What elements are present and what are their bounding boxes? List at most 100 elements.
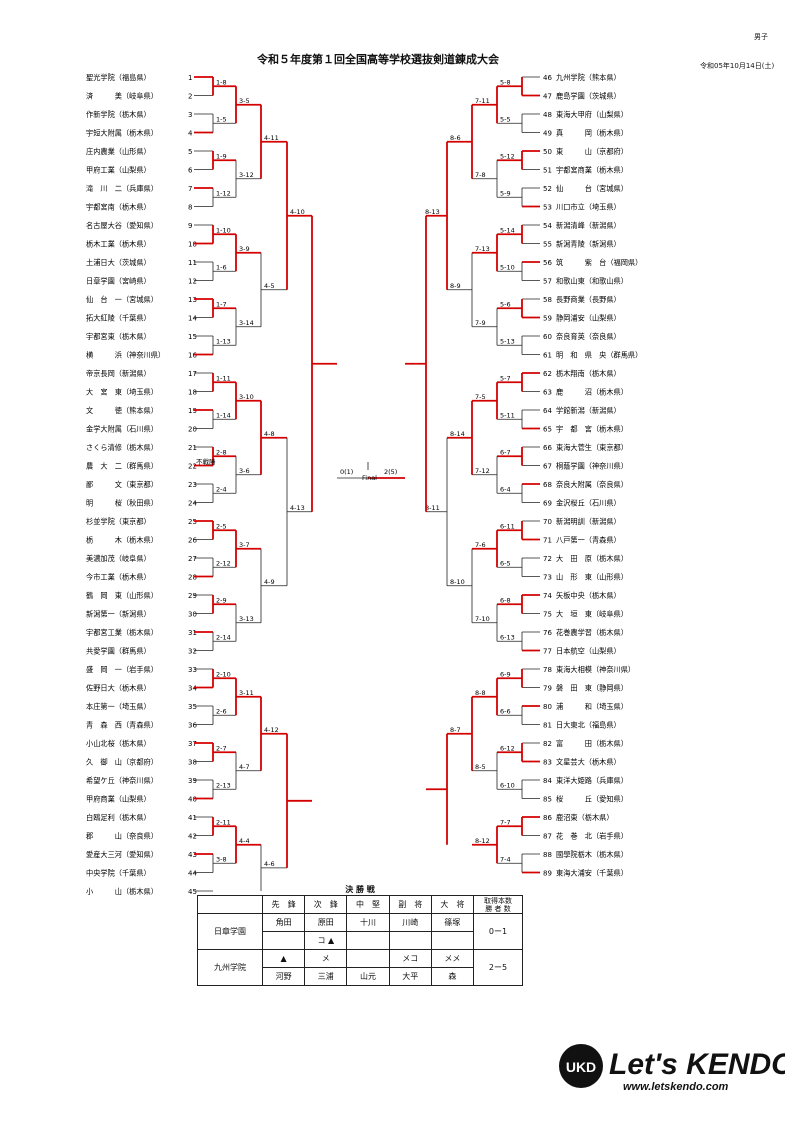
- right-team-number: 81: [543, 722, 552, 730]
- right-team-name: 山 形 東（山形県）: [556, 573, 628, 582]
- logo-mark: UKD: [566, 1059, 596, 1075]
- right-team-number: 61: [543, 352, 552, 360]
- left-team-name: 農 大 二（群馬県）: [86, 462, 158, 471]
- final-team2-point: メメ: [430, 949, 475, 968]
- right-team-name: 鹿島学園（茨城県）: [556, 92, 621, 101]
- left-team-number: 39: [188, 777, 197, 785]
- left-match-label: 1-13: [216, 337, 231, 345]
- right-team-name: 八戸第一（青森県）: [556, 536, 621, 545]
- left-team-name: 明 桜（秋田県）: [86, 499, 158, 508]
- right-team-name: 東海大菅生（東京都）: [556, 443, 628, 452]
- right-team-number: 85: [543, 796, 552, 804]
- right-match-label: 8-14: [450, 430, 465, 438]
- left-match-label: 2-7: [216, 744, 227, 752]
- left-team-number: 9: [188, 222, 192, 230]
- right-match-label: 6-11: [500, 522, 515, 530]
- right-match-label: 5-5: [500, 115, 511, 123]
- right-match-label: 6-6: [500, 707, 511, 715]
- right-team-number: 83: [543, 759, 552, 767]
- left-team-name: 今市工業（栃木県）: [86, 573, 151, 582]
- right-match-label: 6-5: [500, 559, 511, 567]
- final-team1-point: コ ▲: [304, 931, 348, 950]
- left-team-name: 横 浜（神奈川県）: [86, 351, 165, 360]
- right-team-number: 71: [543, 537, 552, 545]
- left-team-name: 久 御 山（京都府）: [86, 758, 158, 767]
- right-team-number: 87: [543, 833, 552, 841]
- left-team-number: 23: [188, 481, 197, 489]
- left-team-name: 杉並学院（東京都）: [86, 517, 151, 526]
- right-match-label: 6-9: [500, 670, 511, 678]
- right-match-label: 8-13: [425, 208, 440, 216]
- final-team1-player: 川崎: [388, 913, 432, 932]
- final-header-taisho: 大 将: [430, 895, 475, 914]
- left-match-label: 1-11: [216, 374, 231, 382]
- right-team-name: 真 岡（栃木県）: [556, 129, 628, 138]
- final-team2-name: 九州学院: [197, 949, 263, 986]
- right-match-label: 7-10: [475, 615, 490, 623]
- left-team-name: 宇都宮東（栃木県）: [86, 332, 151, 341]
- final-team1-name: 日章学園: [197, 913, 263, 950]
- left-team-name: 名古屋大谷（愛知県）: [86, 221, 158, 230]
- right-team-number: 79: [543, 685, 552, 693]
- left-match-label: 4-7: [239, 763, 250, 771]
- right-team-number: 57: [543, 278, 552, 286]
- left-team-name: 仙 台 一（宮城県）: [86, 295, 158, 304]
- right-match-label: 5-6: [500, 300, 511, 308]
- right-match-label: 8-12: [475, 837, 490, 845]
- right-team-number: 51: [543, 167, 552, 175]
- right-match-label: 7-11: [475, 97, 490, 105]
- left-team-name: 土浦日大（茨城県）: [86, 258, 151, 267]
- final-team1-result: 0ー1: [473, 913, 523, 950]
- right-team-name: 学館新潟（新潟県）: [556, 406, 621, 415]
- left-team-number: 12: [188, 278, 197, 286]
- left-team-name: 栃 木（栃木県）: [86, 536, 158, 545]
- right-match-label: 5-8: [500, 78, 511, 86]
- left-match-label: 2-8: [216, 448, 227, 456]
- left-match-label: 2-12: [216, 559, 231, 567]
- left-match-label: 3-10: [239, 393, 254, 401]
- left-match-label: 2-10: [216, 670, 231, 678]
- final-match-table: 先 鋒 次 鋒 中 堅 副 将 大 将 取得本数 勝 者 数 日章学園 角田 原…: [197, 895, 523, 986]
- right-match-label: 6-4: [500, 485, 511, 493]
- right-team-number: 49: [543, 130, 552, 138]
- left-team-number: 29: [188, 592, 197, 600]
- right-match-label: 7-5: [475, 393, 486, 401]
- left-team-number: 35: [188, 703, 197, 711]
- left-team-name: 郡 山（奈良県）: [86, 832, 158, 841]
- left-team-number: 41: [188, 814, 197, 822]
- right-team-name: 桐蔭学園（神奈川県）: [556, 462, 628, 471]
- final-score-left: 0(1): [340, 468, 353, 476]
- date-label: 令和05年10月14日(土): [700, 62, 775, 70]
- final-team1-player: 原田: [304, 913, 348, 932]
- left-team-number: 40: [188, 796, 197, 804]
- right-team-number: 46: [543, 74, 552, 82]
- right-team-number: 63: [543, 389, 552, 397]
- right-match-label: 6-10: [500, 781, 515, 789]
- right-team-number: 80: [543, 703, 552, 711]
- final-team2-player: 森: [430, 967, 475, 986]
- final-team2-point: メ: [304, 949, 348, 968]
- left-team-number: 21: [188, 444, 197, 452]
- left-team-name: 共愛学園（群馬県）: [86, 647, 151, 656]
- left-team-number: 34: [188, 685, 197, 693]
- right-team-name: 磐 田 東（静岡県）: [556, 684, 628, 693]
- final-team2-player: 三浦: [304, 967, 348, 986]
- left-team-number: 5: [188, 148, 192, 156]
- left-team-number: 22: [188, 463, 197, 471]
- right-team-name: 東海大浦安（千葉県）: [556, 869, 628, 878]
- left-team-name: 拓大紅陵（千葉県）: [86, 314, 151, 323]
- right-team-number: 69: [543, 500, 552, 508]
- left-team-number: 10: [188, 241, 197, 249]
- final-label: Final: [362, 474, 377, 482]
- right-match-label: 5-7: [500, 374, 511, 382]
- right-team-name: 明 和 県 央（群馬県）: [556, 351, 642, 360]
- right-team-name: 川口市立（埼玉県）: [556, 203, 621, 212]
- right-team-number: 73: [543, 574, 552, 582]
- right-team-number: 68: [543, 481, 552, 489]
- final-team1-player: 角田: [261, 913, 306, 932]
- final-team2-player: 大平: [388, 967, 432, 986]
- left-team-name: さくら清修（栃木県）: [86, 443, 158, 452]
- right-match-label: 7-12: [475, 467, 490, 475]
- right-team-number: 52: [543, 185, 552, 193]
- left-team-number: 14: [188, 315, 197, 323]
